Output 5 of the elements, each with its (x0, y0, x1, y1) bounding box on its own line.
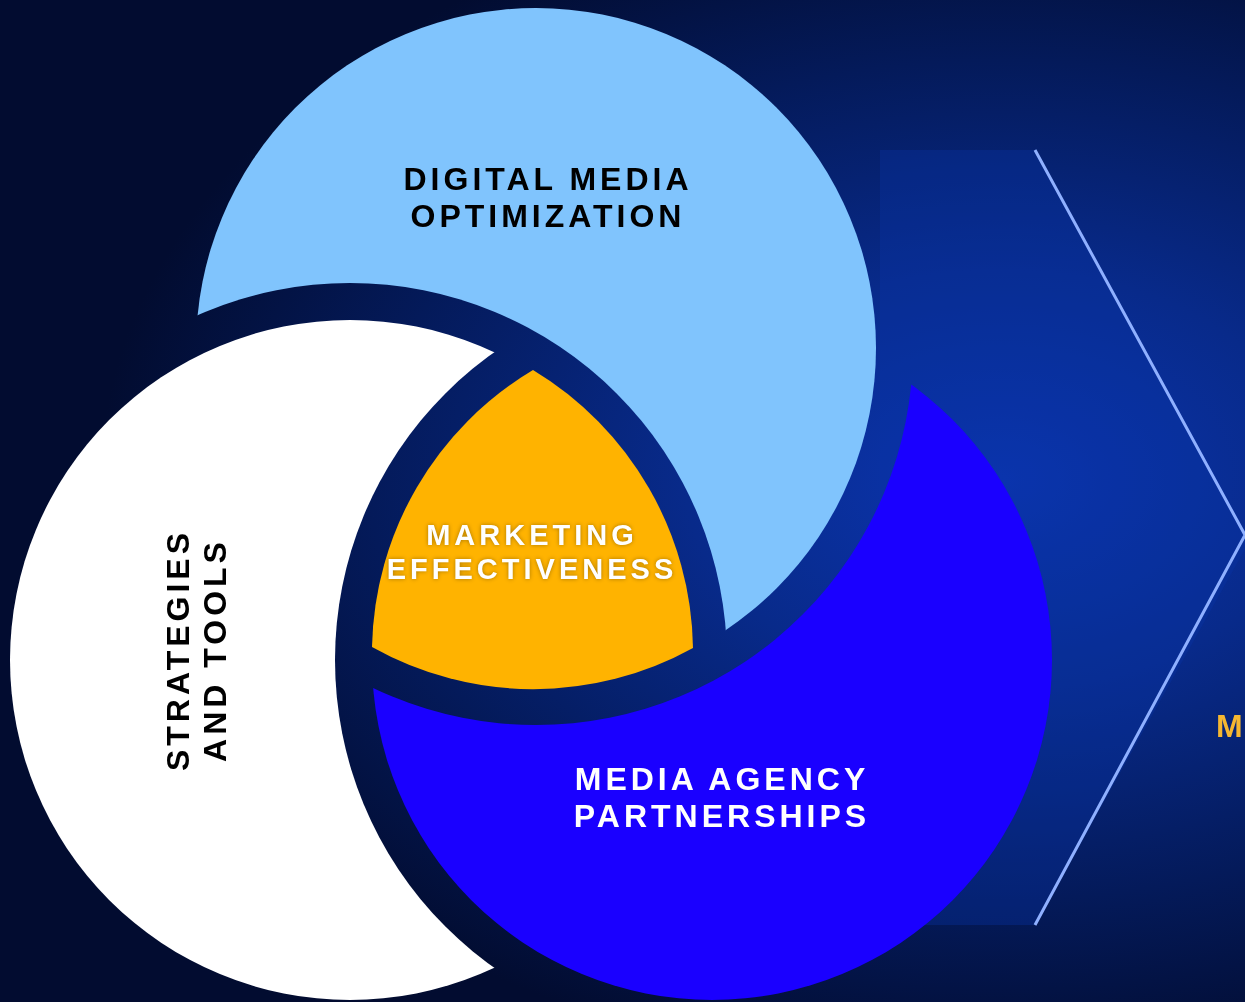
segment-label: STRATEGIES AND TOOLS (159, 527, 234, 774)
segment-label: DIGITAL MEDIA OPTIMIZATION (402, 160, 694, 236)
segment-label: MEDIA AGENCY PARTNERSHIPS (572, 760, 872, 836)
segment-label: MARKETING EFFECTIVENESS (385, 519, 679, 587)
cut-off-label: M (1216, 708, 1243, 745)
